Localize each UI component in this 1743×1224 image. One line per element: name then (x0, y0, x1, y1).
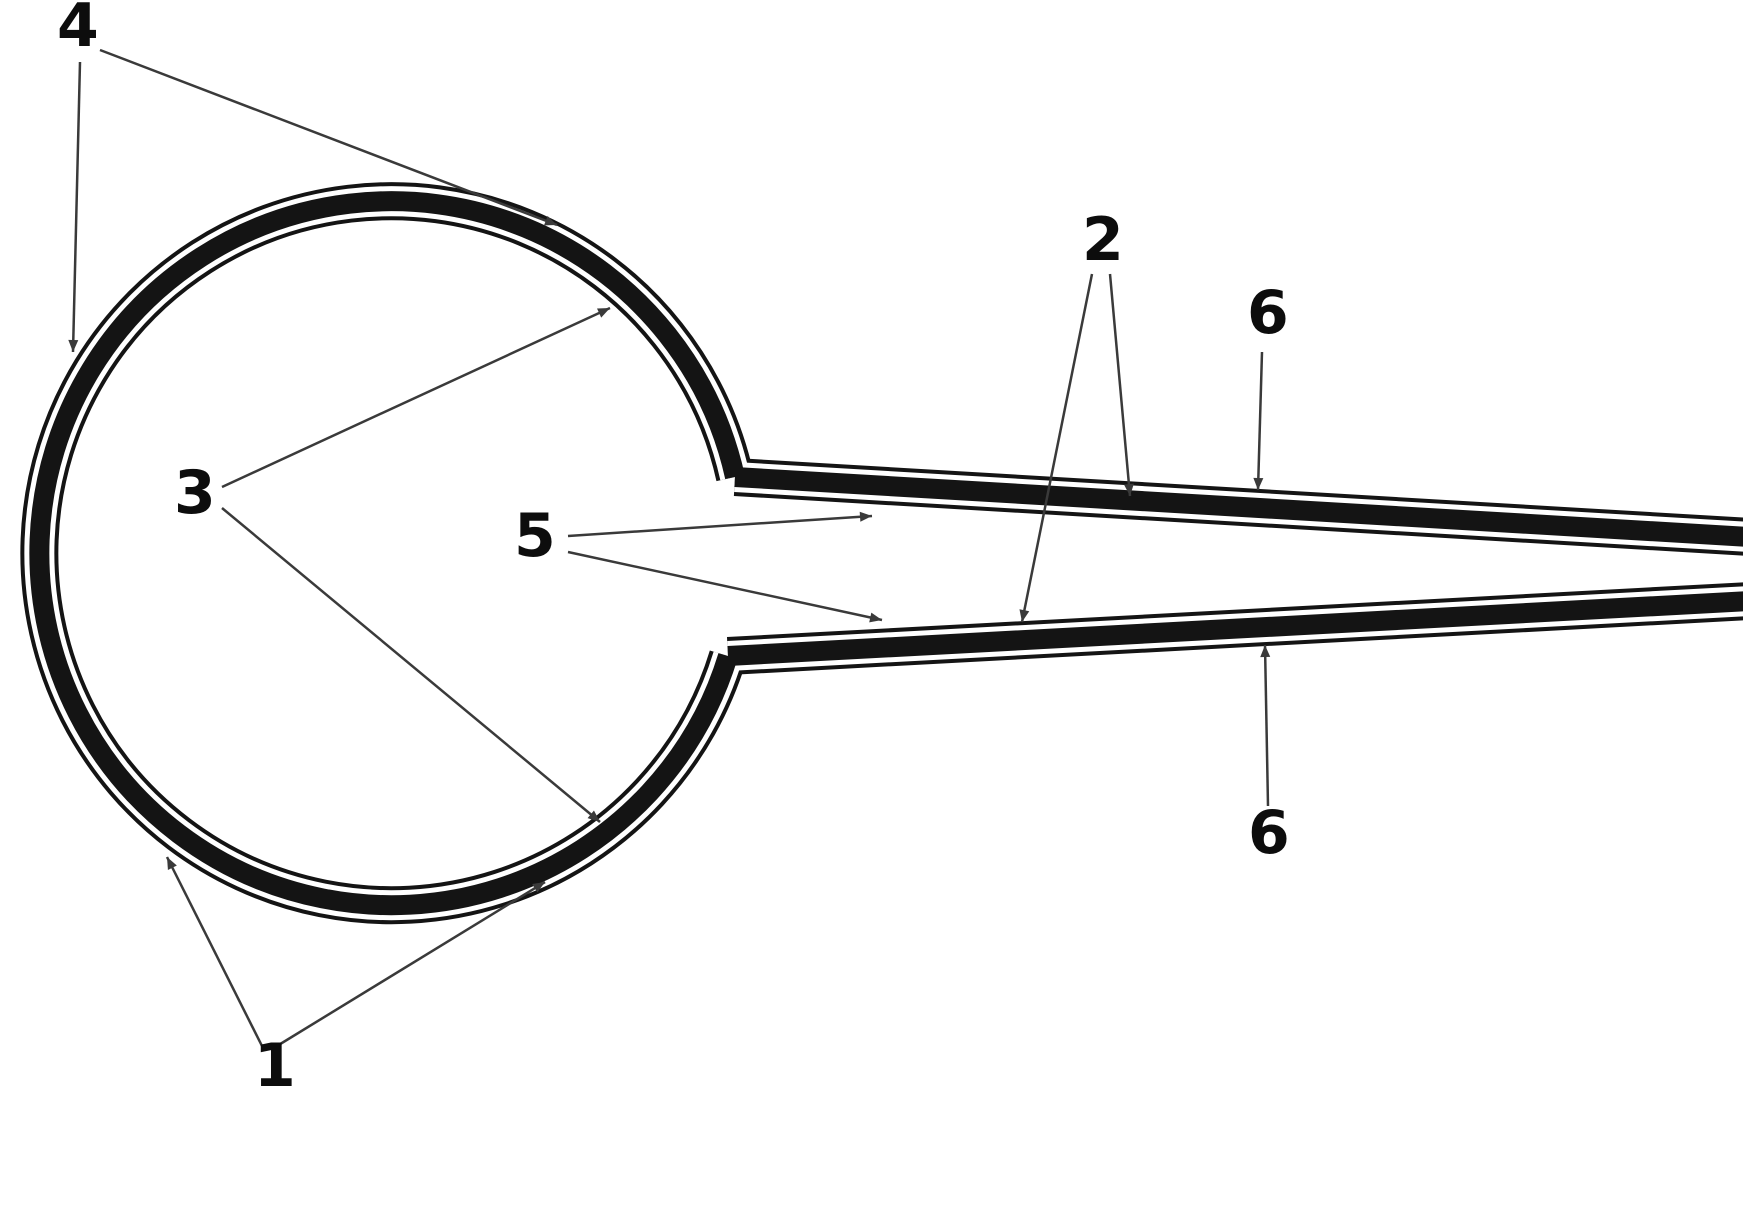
figure-label-3: 3 (174, 458, 216, 528)
leader-lines (68, 48, 1271, 1048)
leader-1-left (165, 856, 264, 1047)
lower-channel-wall-core (727, 591, 1743, 666)
figure-label-5: 5 (514, 501, 556, 571)
leader-3-lower (221, 507, 601, 823)
tube-wall (20, 182, 1743, 925)
leader-6-top (1253, 351, 1264, 491)
leader-2-upper (1108, 273, 1134, 497)
figure-label-1: 1 (254, 1031, 296, 1101)
wall-layer-white-gap (24, 186, 1743, 921)
figure-label-6-bottom: 6 (1248, 798, 1290, 868)
figure-label-6-top: 6 (1247, 278, 1289, 348)
upper-channel-wall-core (734, 467, 1743, 547)
leader-4-right (99, 48, 558, 227)
leader-1-right (276, 880, 546, 1048)
wall-layer-core-black (29, 191, 1743, 916)
leader-6-bottom (1260, 644, 1271, 807)
leader-5-lower (567, 550, 883, 623)
wall-layer-outer-black (20, 182, 1743, 925)
leader-3-upper (221, 306, 611, 489)
figure-label-2: 2 (1082, 205, 1124, 275)
leader-5-upper (567, 511, 873, 538)
figure-label-4: 4 (57, 0, 99, 61)
leader-4-left (68, 61, 82, 353)
ring-wall-core (29, 191, 745, 916)
leader-2-lower (1019, 273, 1094, 623)
